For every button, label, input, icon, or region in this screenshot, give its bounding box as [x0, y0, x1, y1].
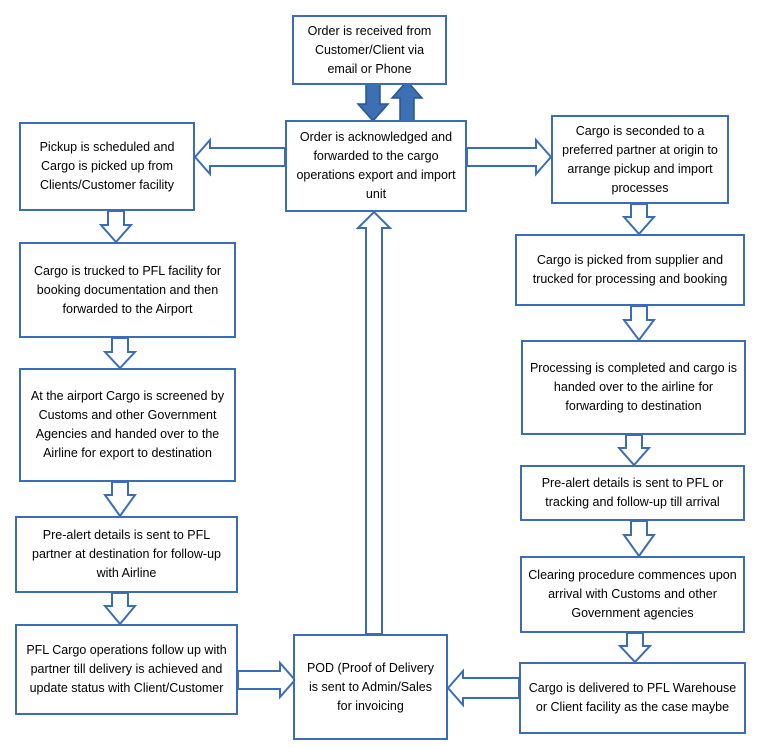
arrow-pod-to-acknowledged [355, 210, 393, 635]
arrow-ack-to-import-seconded [466, 137, 553, 177]
arrow-ack-to-export-pickup [193, 137, 286, 177]
import-picked-text: Cargo is picked from supplier and trucke… [532, 253, 728, 286]
export-prealert-text: Pre-alert details is sent to PFL partner… [32, 528, 221, 580]
order-acknowledged-text: Order is acknowledged and forwarded to t… [296, 130, 456, 201]
arrow-export-screening-to-prealert [103, 481, 137, 518]
import-seconded-text: Cargo is seconded to a preferred partner… [562, 123, 718, 195]
pod-box: POD (Proof of Delivery is sent to Admin/… [293, 634, 448, 740]
arrow-received-to-ack [356, 79, 390, 123]
order-received-box: Order is received from Customer/Client v… [292, 15, 447, 85]
export-followup-box: PFL Cargo operations follow up with part… [15, 624, 238, 715]
arrow-import-seconded-to-picked [621, 203, 657, 236]
export-pickup-scheduled-box: Pickup is scheduled and Cargo is picked … [19, 122, 195, 211]
import-prealert-text: Pre-alert details is sent to PFL or trac… [541, 476, 724, 509]
order-received-text: Order is received from Customer/Client v… [307, 23, 432, 76]
import-seconded-box: Cargo is seconded to a preferred partner… [551, 115, 729, 204]
import-delivered-text: Cargo is delivered to PFL Warehouse or C… [528, 681, 737, 714]
arrow-export-prealert-to-followup [102, 592, 138, 626]
arrow-export-trucked-to-screening [102, 337, 138, 370]
export-pickup-scheduled-text: Pickup is scheduled and Cargo is picked … [39, 140, 175, 192]
export-followup-text: PFL Cargo operations follow up with part… [26, 643, 227, 695]
import-delivered-box: Cargo is delivered to PFL Warehouse or C… [519, 662, 746, 734]
import-processing-text: Processing is completed and cargo is han… [529, 361, 738, 413]
order-acknowledged-box: Order is acknowledged and forwarded to t… [285, 120, 467, 212]
arrow-import-prealert-to-clearing [622, 520, 656, 558]
export-prealert-box: Pre-alert details is sent to PFL partner… [15, 516, 238, 593]
arrow-export-followup-to-pod [237, 660, 297, 700]
arrow-import-delivered-to-pod [446, 668, 520, 708]
export-airport-screening-text: At the airport Cargo is screened by Cust… [30, 389, 225, 460]
export-airport-screening-box: At the airport Cargo is screened by Cust… [19, 368, 236, 482]
import-picked-box: Cargo is picked from supplier and trucke… [515, 234, 745, 306]
import-clearing-box: Clearing procedure commences upon arriva… [520, 556, 745, 633]
import-clearing-text: Clearing procedure commences upon arriva… [528, 568, 737, 620]
arrow-ack-to-received [390, 79, 424, 122]
pod-text: POD (Proof of Delivery is sent to Admin/… [306, 660, 435, 713]
import-prealert-box: Pre-alert details is sent to PFL or trac… [520, 465, 745, 521]
arrow-import-clearing-to-delivered [617, 632, 653, 664]
arrow-import-processing-to-prealert [616, 434, 652, 467]
arrow-export-pickup-to-trucked [98, 210, 134, 244]
export-trucked-text: Cargo is trucked to PFL facility for boo… [33, 263, 222, 316]
import-processing-box: Processing is completed and cargo is han… [521, 340, 746, 435]
export-trucked-box: Cargo is trucked to PFL facility for boo… [19, 242, 236, 338]
arrow-import-picked-to-processing [622, 305, 656, 342]
